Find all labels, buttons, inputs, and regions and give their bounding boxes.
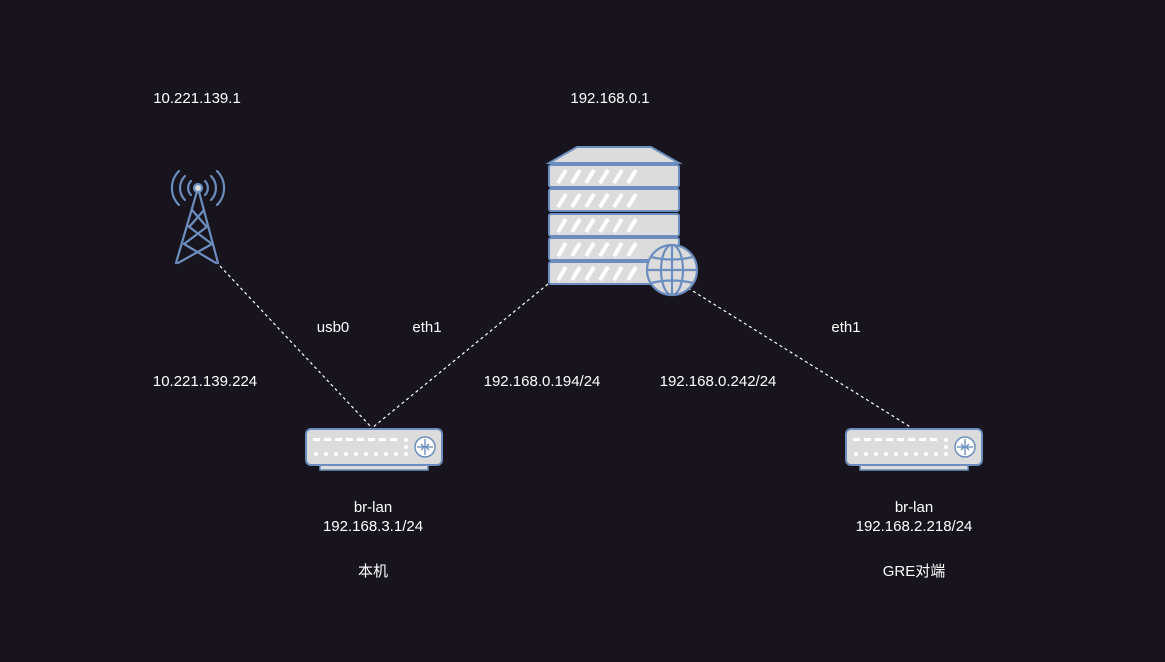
globe-icon xyxy=(645,243,699,297)
local-bridge-ip: 192.168.3.1/24 xyxy=(322,518,424,535)
link-server-peer xyxy=(687,287,913,429)
server-ip-label: 192.168.0.1 xyxy=(570,90,650,107)
local-router-name: 本机 xyxy=(357,563,389,580)
server-globe-icon xyxy=(545,146,699,297)
peer-eth1-interface-label: eth1 xyxy=(831,319,861,336)
router-icon xyxy=(305,428,443,471)
local-eth1-interface-label: eth1 xyxy=(412,319,442,336)
local-eth1-ip-label: 192.168.0.194/24 xyxy=(483,373,601,390)
usb0-interface-label: usb0 xyxy=(316,319,350,336)
peer-bridge-ip: 192.168.2.218/24 xyxy=(855,518,973,535)
peer-router-name: GRE对端 xyxy=(882,563,946,580)
router-icon xyxy=(845,428,983,471)
local-bridge-name: br-lan xyxy=(353,499,393,516)
usb0-ip-label: 10.221.139.224 xyxy=(152,373,258,390)
link-server-local xyxy=(371,283,549,429)
peer-eth1-ip-label: 192.168.0.242/24 xyxy=(659,373,777,390)
tower-ip-label: 10.221.139.1 xyxy=(153,90,241,107)
cell-tower-icon xyxy=(170,169,226,265)
link-tower-local xyxy=(219,265,373,429)
peer-bridge-name: br-lan xyxy=(894,499,934,516)
local-router-bridge-label: br-lan 192.168.3.1/24 xyxy=(323,498,423,536)
peer-router-bridge-label: br-lan 192.168.2.218/24 xyxy=(856,498,973,536)
